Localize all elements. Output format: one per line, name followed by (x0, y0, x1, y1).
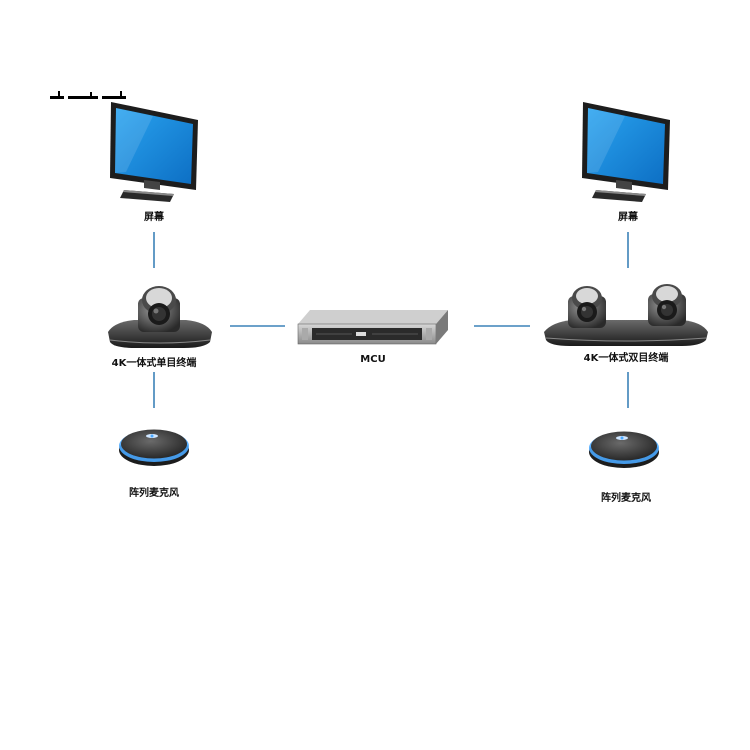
array-microphone-icon (119, 429, 189, 466)
mcu-label: MCU (360, 354, 386, 365)
array-microphone-icon (589, 431, 659, 468)
left-terminal-label: 4K一体式单目终端 (111, 358, 197, 369)
left-mic-label: 阵列麦克风 (129, 488, 179, 499)
monitor-icon (110, 102, 198, 202)
right-mic-label: 阵列麦克风 (601, 493, 651, 504)
right-monitor-label: 屏幕 (618, 212, 638, 223)
left-monitor-label: 屏幕 (144, 212, 164, 223)
mcu-server-icon (297, 310, 448, 345)
monitor-icon (582, 102, 670, 202)
ptz-camera-icon (108, 286, 212, 348)
right-terminal-label: 4K一体式双目终端 (583, 353, 669, 364)
ptz-camera-icon (544, 284, 708, 346)
cropped-heading-fragment (50, 91, 126, 99)
